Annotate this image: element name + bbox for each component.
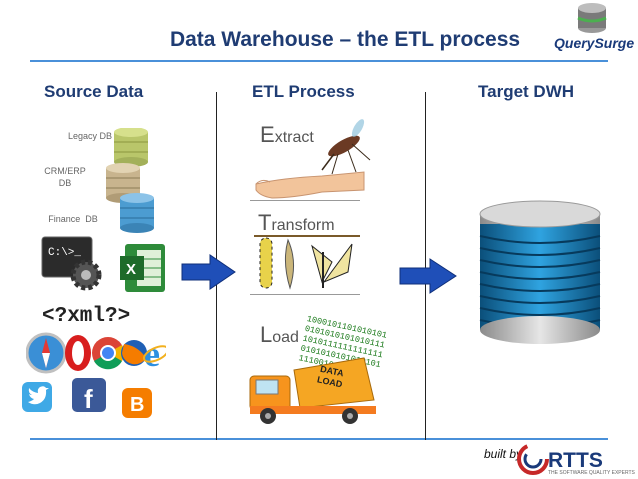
- opera-icon: [65, 335, 91, 371]
- rtts-wordmark: RTTS: [548, 449, 603, 472]
- crm-erp-db-label: CRM/ERP DB: [44, 166, 86, 188]
- svg-text:B: B: [130, 394, 144, 416]
- querysurge-logo: [548, 0, 628, 58]
- dump-truck-icon: [249, 357, 376, 424]
- twitter-icon: [22, 382, 52, 412]
- column-divider-right: [425, 92, 426, 440]
- svg-text:f: f: [84, 384, 93, 414]
- source-database-stack: [106, 128, 154, 233]
- firefox-icon: [121, 340, 147, 366]
- built-by-label: built by: [484, 447, 523, 461]
- etl-process-heading: ETL Process: [252, 82, 355, 101]
- finance-db-label: Finance DB: [48, 214, 98, 224]
- legacy-db-icon: [114, 128, 148, 167]
- chrome-icon: [92, 337, 125, 370]
- ie-icon: e: [142, 334, 166, 374]
- querysurge-wordmark: QuerySurge: [554, 35, 635, 51]
- arrow-etl-to-target: [399, 258, 457, 294]
- finance-db-icon: [120, 193, 154, 233]
- transform-label: Transform: [258, 210, 335, 235]
- browser-icons-row: e: [26, 332, 166, 374]
- mosquito-arm-icon: [255, 119, 371, 199]
- target-dwh-heading: Target DWH: [478, 82, 575, 101]
- excel-icon: X: [120, 244, 165, 292]
- xml-label: <?xml?>: [42, 305, 131, 328]
- footer-divider: [30, 438, 608, 440]
- butterfly-metamorphosis-icon: [254, 235, 360, 290]
- command-prompt-icon: C:\>_: [41, 236, 102, 291]
- extract-separator: [250, 200, 360, 201]
- source-data-heading: Source Data: [44, 82, 144, 101]
- rtts-tagline: THE SOFTWARE QUALITY EXPERTS: [548, 470, 635, 476]
- extract-label: Extract: [260, 122, 314, 147]
- svg-text:e: e: [144, 334, 160, 374]
- svg-text:X: X: [126, 261, 136, 278]
- legacy-db-label: Legacy DB: [67, 131, 113, 141]
- safari-icon: [26, 332, 67, 374]
- arrow-source-to-etl: [181, 254, 236, 290]
- svg-text:C:\>_: C:\>_: [48, 247, 81, 259]
- page-title: Data Warehouse – the ETL process: [169, 28, 521, 51]
- social-icons-row: f B: [22, 378, 152, 418]
- querysurge-db-icon: [577, 3, 607, 33]
- target-dwh-icon: [479, 200, 601, 344]
- load-label: Load: [260, 322, 299, 347]
- crm-erp-db-icon: [106, 163, 140, 203]
- rtts-swirl-icon: [517, 443, 549, 475]
- facebook-icon: f: [72, 378, 106, 414]
- transform-separator: [250, 294, 360, 295]
- blogger-icon: B: [122, 388, 152, 418]
- header-divider: [30, 60, 608, 62]
